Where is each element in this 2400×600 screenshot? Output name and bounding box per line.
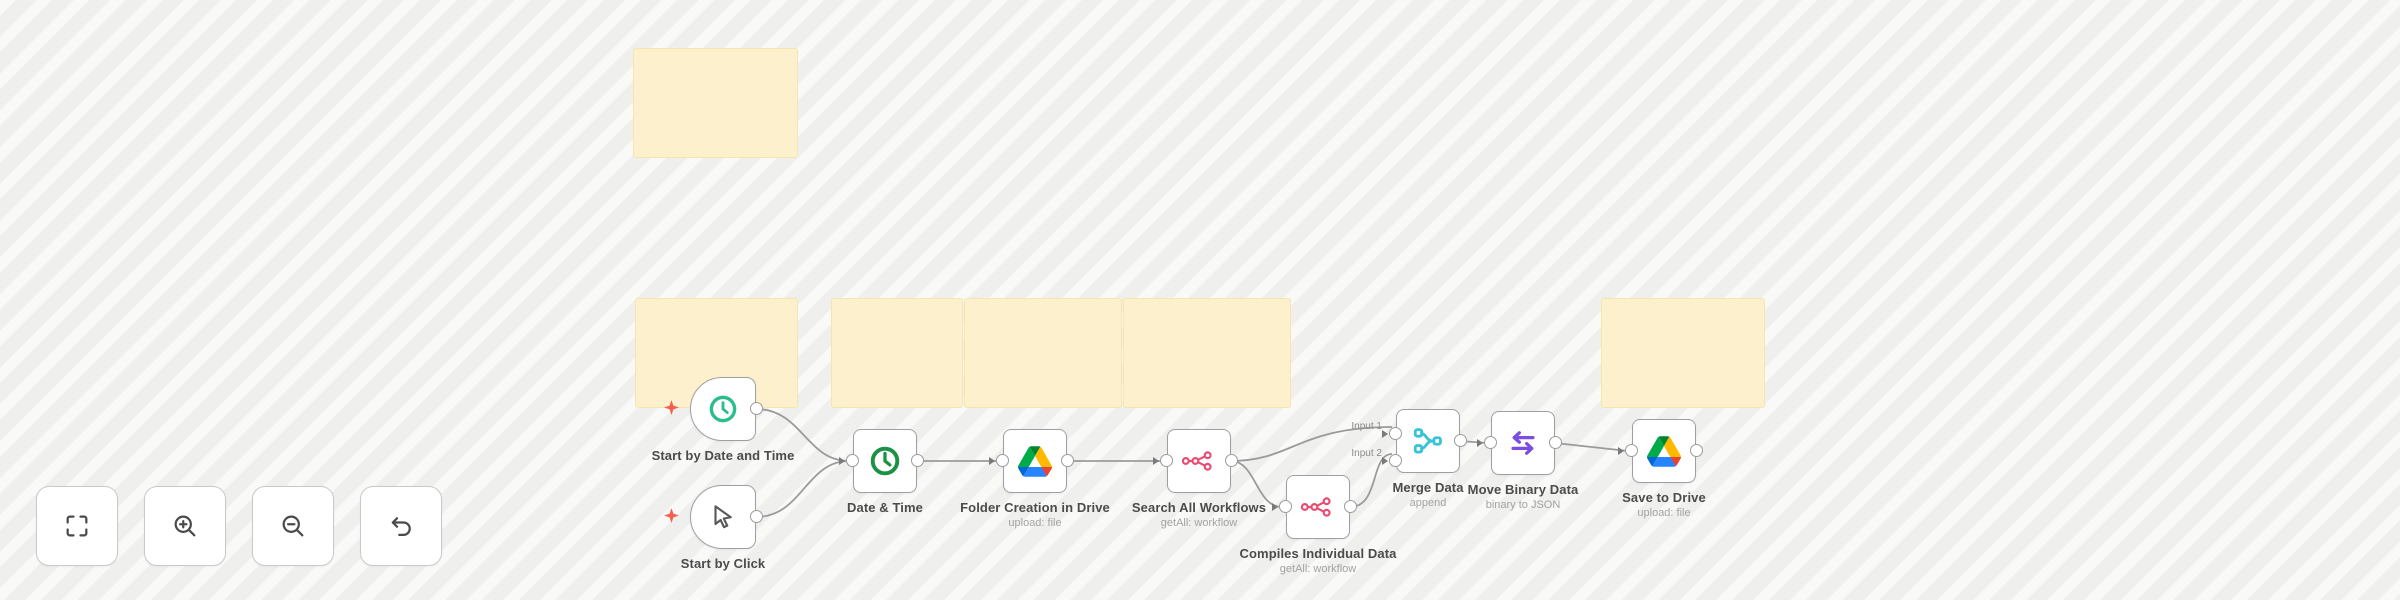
- n8n-icon: [1300, 497, 1331, 517]
- zoom-in-icon: [174, 515, 196, 537]
- node-label: Start by Date and Time: [651, 448, 795, 463]
- node-subtitle: binary to JSON: [1485, 499, 1561, 511]
- node-move-binary-data[interactable]: Move Binary Data binary to JSON: [1468, 411, 1578, 511]
- node-box[interactable]: [690, 377, 756, 441]
- node-label: Search All Workflows: [1131, 500, 1267, 515]
- node-start-by-date-and-time[interactable]: Start by Date and Time: [652, 377, 794, 463]
- output-port[interactable]: [750, 402, 763, 415]
- node-folder-creation-in-drive[interactable]: Folder Creation in Drive upload: file: [960, 429, 1110, 529]
- input-port[interactable]: [839, 454, 859, 467]
- sticky-note-1[interactable]: [633, 48, 798, 158]
- clock-outline-icon: [709, 395, 737, 423]
- node-merge-data[interactable]: Merge Data append: [1382, 409, 1467, 509]
- output-port[interactable]: [1549, 436, 1562, 449]
- input-port[interactable]: [1477, 436, 1497, 449]
- node-box[interactable]: [1167, 429, 1231, 493]
- connection[interactable]: [1554, 442, 1629, 452]
- node-subtitle: append: [1409, 497, 1447, 509]
- node-box[interactable]: [690, 485, 756, 549]
- node-label: Date & Time: [847, 500, 923, 515]
- zoom-in-button[interactable]: [144, 486, 226, 566]
- output-port[interactable]: [1690, 444, 1703, 457]
- sticky-note-5[interactable]: [1123, 298, 1291, 408]
- fit-view-icon: [66, 515, 88, 537]
- input-port-1[interactable]: [1382, 427, 1402, 440]
- node-box[interactable]: [1003, 429, 1067, 493]
- connection[interactable]: [755, 460, 850, 518]
- node-save-to-drive[interactable]: Save to Drive upload: file: [1618, 419, 1706, 519]
- node-start-by-click[interactable]: Start by Click: [681, 485, 765, 571]
- node-search-all-workflows[interactable]: Search All Workflows getAll: workflow: [1132, 429, 1266, 529]
- input-port[interactable]: [989, 454, 1009, 467]
- swap-arrows-icon: [1511, 431, 1535, 455]
- node-box[interactable]: [1632, 419, 1696, 483]
- merge-icon: [1413, 428, 1442, 454]
- trigger-spark-icon: [664, 400, 679, 415]
- node-label: Save to Drive: [1622, 490, 1706, 505]
- output-port[interactable]: [911, 454, 924, 467]
- zoom-out-icon: [282, 515, 304, 537]
- input-port-2[interactable]: [1382, 454, 1402, 467]
- zoom-to-fit-button[interactable]: [36, 486, 118, 566]
- node-box[interactable]: [1491, 411, 1555, 475]
- node-subtitle: upload: file: [1008, 517, 1062, 529]
- sticky-note-3[interactable]: [831, 298, 963, 408]
- node-label: Folder Creation in Drive: [960, 500, 1110, 515]
- edge-label-input-2: Input 2: [1351, 448, 1382, 459]
- sticky-note-6[interactable]: [1601, 298, 1765, 408]
- connection[interactable]: [1230, 426, 1393, 462]
- output-port[interactable]: [1061, 454, 1074, 467]
- n8n-icon: [1181, 451, 1212, 471]
- node-subtitle: upload: file: [1637, 507, 1691, 519]
- input-port[interactable]: [1272, 500, 1292, 513]
- node-subtitle: getAll: workflow: [1279, 563, 1357, 575]
- input-port[interactable]: [1153, 454, 1173, 467]
- node-label: Merge Data: [1392, 480, 1464, 495]
- output-port[interactable]: [1454, 434, 1467, 447]
- google-drive-icon: [1647, 435, 1681, 467]
- node-box[interactable]: [853, 429, 917, 493]
- node-date-and-time[interactable]: Date & Time: [839, 429, 924, 515]
- node-label: Move Binary Data: [1467, 482, 1579, 497]
- connection[interactable]: [1349, 453, 1393, 508]
- input-port[interactable]: [1618, 444, 1638, 457]
- google-drive-icon: [1018, 445, 1052, 477]
- reset-button[interactable]: [360, 486, 442, 566]
- edge-label-input-1: Input 1: [1351, 421, 1382, 432]
- node-label: Start by Click: [680, 556, 766, 571]
- node-box[interactable]: [1286, 475, 1350, 539]
- node-label: Compiles Individual Data: [1239, 546, 1397, 561]
- output-port[interactable]: [750, 510, 763, 523]
- node-compiles-individual-data[interactable]: Compiles Individual Data getAll: workflo…: [1240, 475, 1396, 575]
- undo-arrow-icon: [391, 517, 411, 536]
- canvas-toolbar: [36, 486, 442, 566]
- cursor-icon: [714, 505, 732, 529]
- node-subtitle: getAll: workflow: [1160, 517, 1238, 529]
- output-port[interactable]: [1225, 454, 1238, 467]
- sticky-note-4[interactable]: [964, 298, 1122, 408]
- connection[interactable]: [755, 408, 850, 462]
- trigger-spark-icon: [664, 508, 679, 523]
- node-box[interactable]: [1396, 409, 1460, 473]
- zoom-out-button[interactable]: [252, 486, 334, 566]
- output-port[interactable]: [1344, 500, 1357, 513]
- clock-icon: [870, 446, 900, 476]
